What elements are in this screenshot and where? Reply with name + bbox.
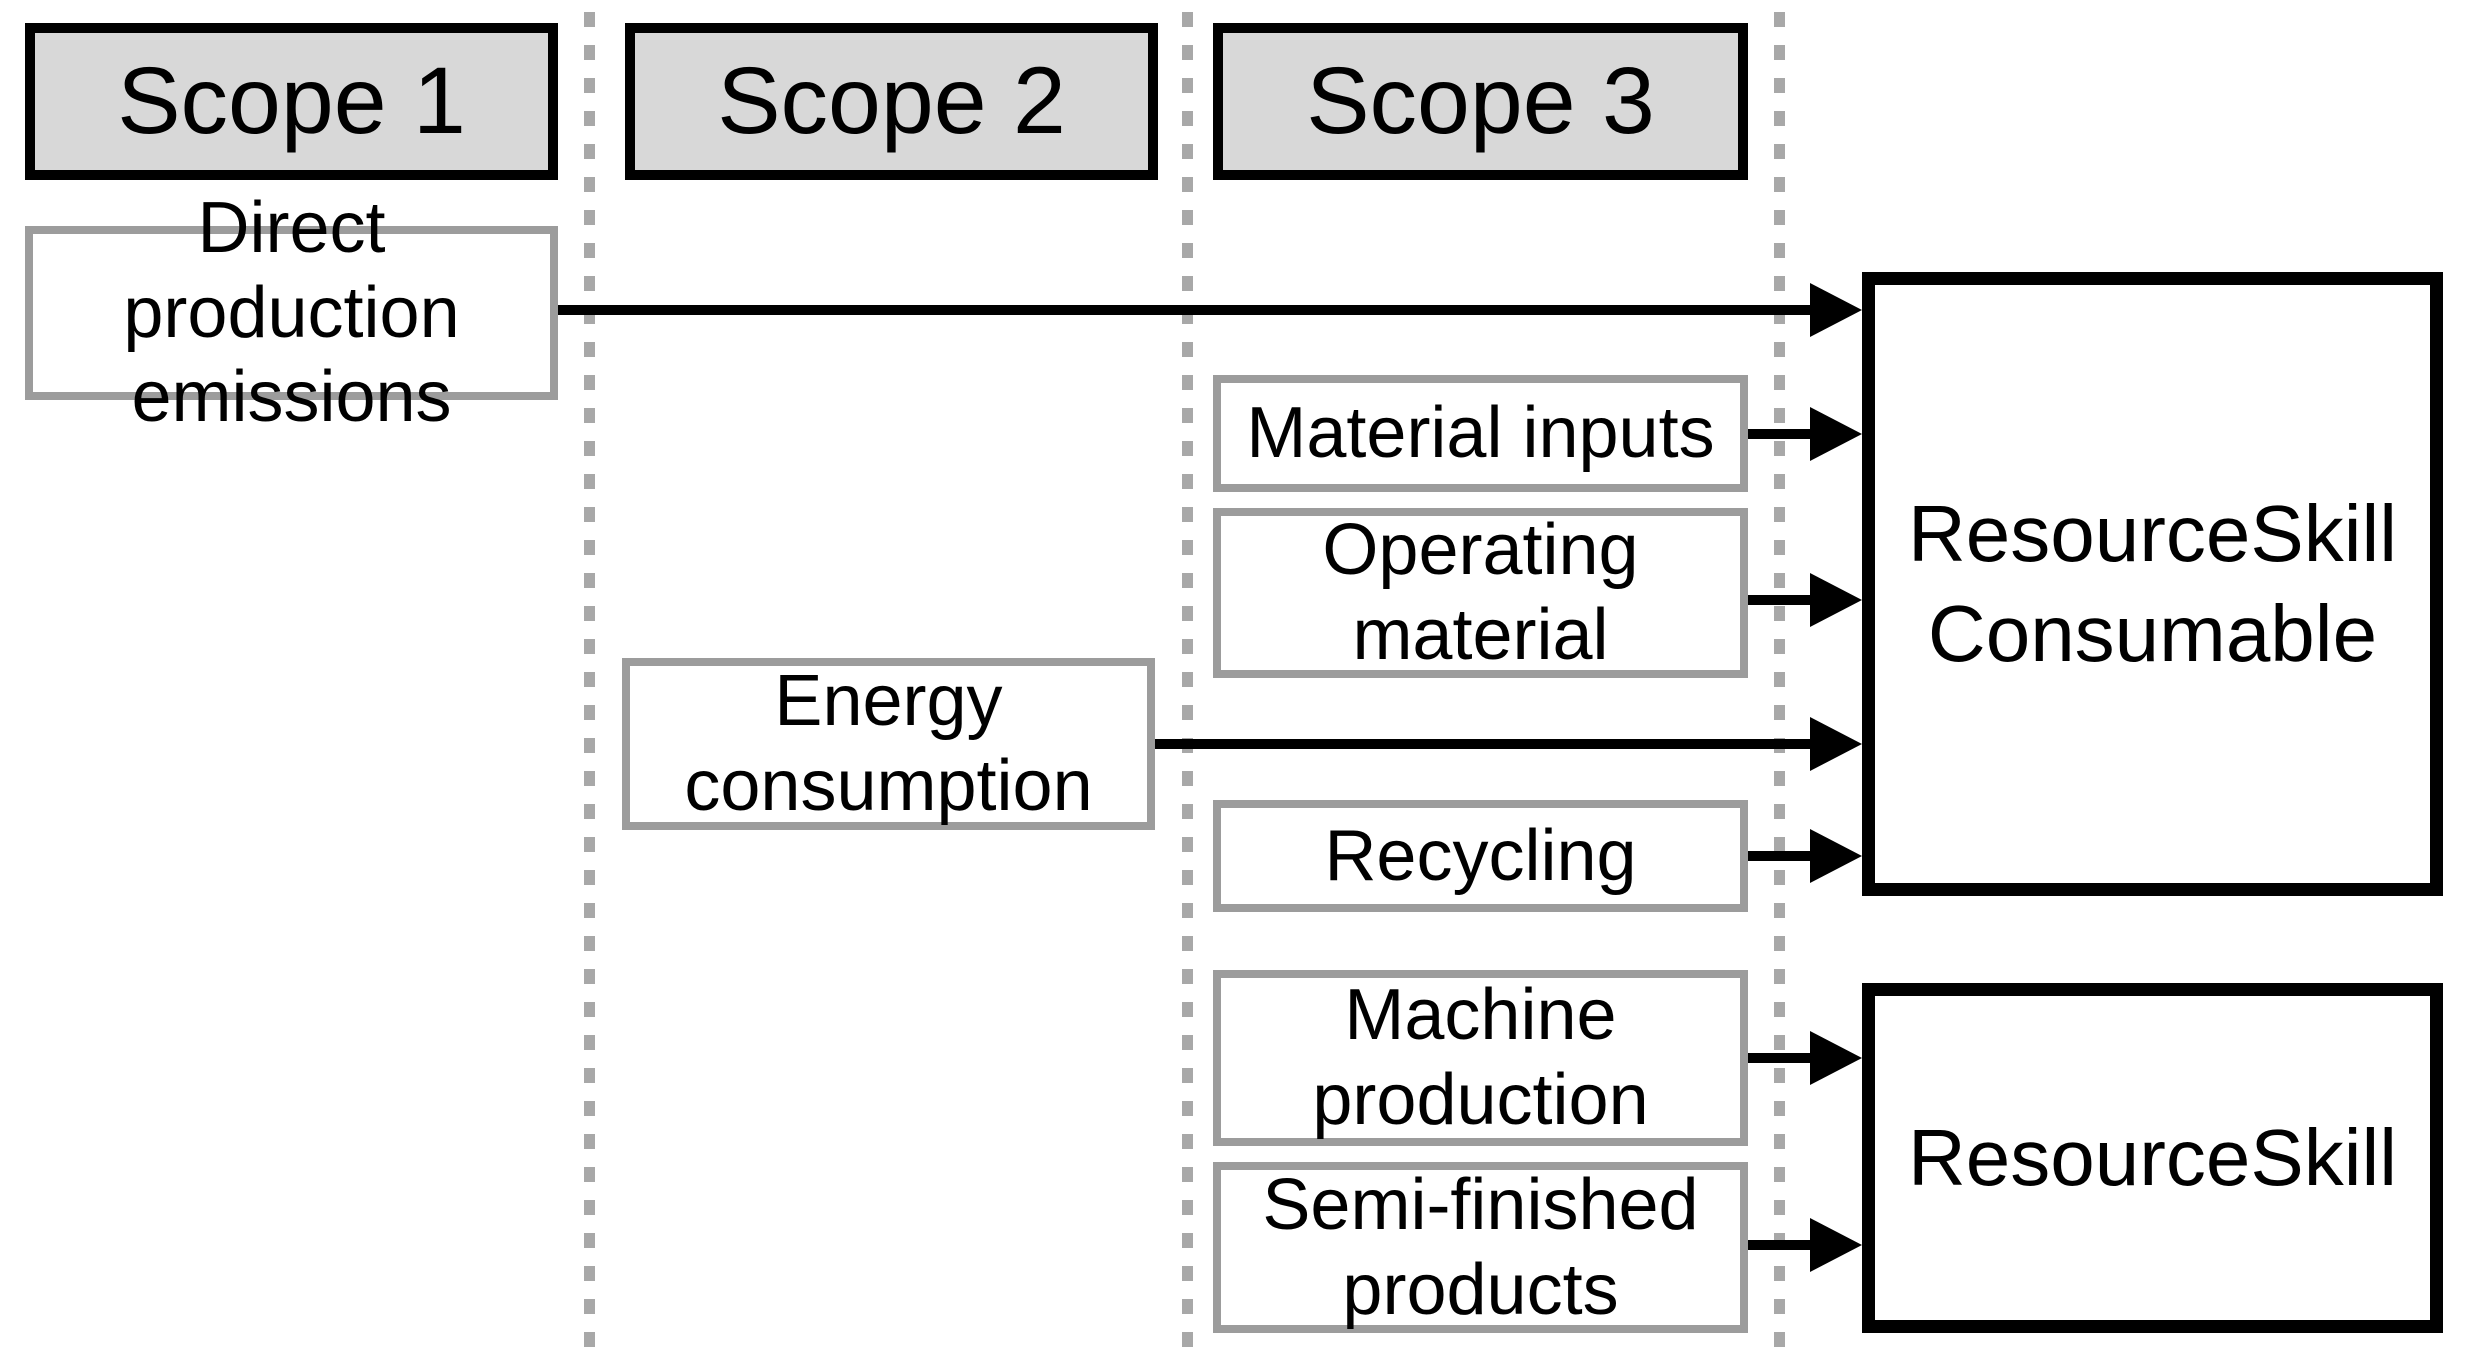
scope2-header: Scope 2	[625, 23, 1158, 180]
arrow-shaft	[1748, 429, 1814, 439]
arrow-shaft	[1748, 1053, 1814, 1063]
material-inputs-box: Material inputs	[1213, 375, 1748, 492]
scope1-scope2-divider	[584, 12, 595, 1363]
scope3-targets-divider	[1774, 12, 1785, 1363]
resourceskill-consumable-box: ResourceSkill Consumable	[1862, 272, 2443, 896]
arrow-head-icon	[1810, 283, 1862, 337]
arrow-shaft	[1748, 595, 1814, 605]
resourceskill-box: ResourceSkill	[1862, 983, 2443, 1333]
arrow-shaft	[1748, 851, 1814, 861]
arrow-head-icon	[1810, 1031, 1862, 1085]
arrow-shaft	[558, 305, 1814, 315]
arrow-head-icon	[1810, 407, 1862, 461]
recycling-box: Recycling	[1213, 800, 1748, 912]
operating-material-box: Operating material	[1213, 508, 1748, 678]
arrow-head-icon	[1810, 717, 1862, 771]
scope3-header: Scope 3	[1213, 23, 1748, 180]
scope2-scope3-divider	[1182, 12, 1193, 1363]
arrow-shaft	[1748, 1240, 1814, 1250]
scope1-header: Scope 1	[25, 23, 558, 180]
arrow-head-icon	[1810, 829, 1862, 883]
direct-production-emissions-box: Direct production emissions	[25, 188, 558, 437]
energy-consumption-box: Energy consumption	[622, 658, 1155, 830]
arrow-shaft	[1155, 739, 1814, 749]
arrow-head-icon	[1810, 1218, 1862, 1272]
machine-production-box: Machine production	[1213, 970, 1748, 1146]
semi-finished-products-box: Semi-finished products	[1213, 1162, 1748, 1333]
arrow-head-icon	[1810, 573, 1862, 627]
